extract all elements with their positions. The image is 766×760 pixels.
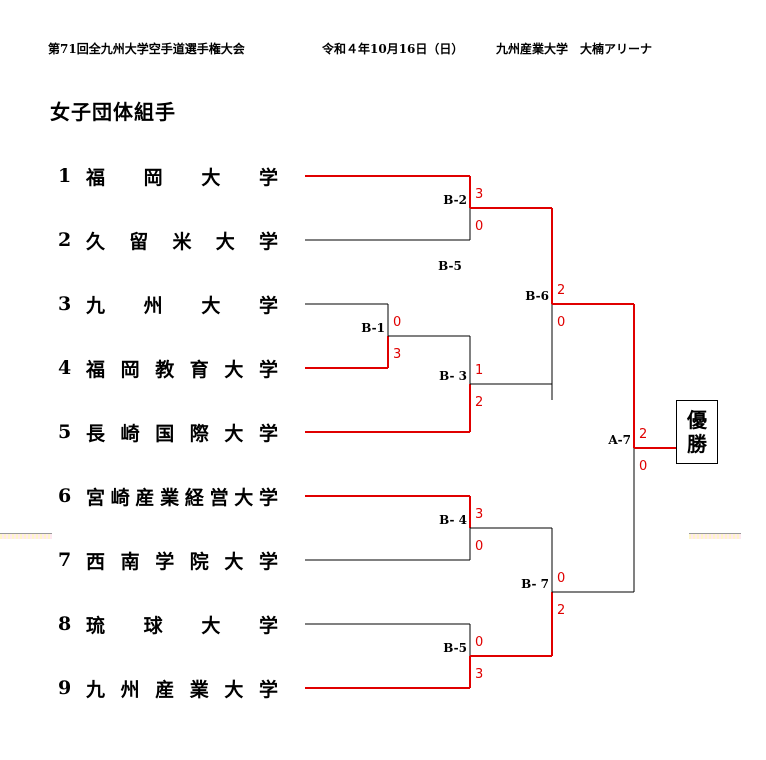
team-seed: 2 bbox=[58, 229, 72, 251]
team-name: 西南学院大学 bbox=[86, 550, 294, 573]
score-bottom: 0 bbox=[557, 315, 565, 330]
team-name: 長崎国際大学 bbox=[86, 422, 294, 445]
team-row: 7 西南学院大学 bbox=[58, 548, 294, 573]
team-seed: 5 bbox=[58, 421, 72, 443]
score-bottom: 0 bbox=[475, 219, 483, 234]
decorative-divider-right bbox=[689, 533, 741, 539]
score-top: 1 bbox=[475, 363, 483, 378]
score-top: 0 bbox=[557, 571, 565, 586]
score-top: 0 bbox=[393, 315, 401, 330]
match-label: B-2 bbox=[443, 193, 467, 207]
score-top: 3 bbox=[475, 507, 483, 522]
match-label: B-6 bbox=[525, 289, 549, 303]
team-row: 9 九州産業大学 bbox=[58, 676, 294, 701]
team-seed: 8 bbox=[58, 613, 72, 635]
team-name: 福岡大学 bbox=[86, 166, 317, 189]
team-row: 5 長崎国際大学 bbox=[58, 420, 294, 445]
team-seed: 1 bbox=[58, 165, 72, 187]
match-label: A-7 bbox=[607, 433, 631, 447]
score-bottom: 0 bbox=[639, 459, 647, 474]
match-label-note: B-5 bbox=[438, 259, 462, 273]
team-name: 琉球大学 bbox=[86, 614, 317, 637]
team-name: 久留米大学 bbox=[86, 230, 303, 253]
team-row: 1 福岡大学 bbox=[58, 164, 317, 189]
team-row: 6 宮崎産業経営大学 bbox=[58, 484, 288, 509]
team-name: 福岡教育大学 bbox=[86, 358, 294, 381]
event-title: 女子団体組手 bbox=[50, 100, 176, 124]
tournament-venue: 九州産業大学 大楠アリーナ bbox=[496, 42, 653, 56]
team-seed: 6 bbox=[58, 485, 72, 507]
tournament-date: 令和４年10月16日（日） bbox=[322, 42, 464, 56]
score-bottom: 3 bbox=[393, 347, 401, 362]
score-bottom: 3 bbox=[475, 667, 483, 682]
score-top: 2 bbox=[639, 427, 647, 442]
champion-label-1: 優 bbox=[687, 408, 707, 432]
score-bottom: 0 bbox=[475, 539, 483, 554]
team-seed: 4 bbox=[58, 357, 72, 379]
team-name: 九州大学 bbox=[86, 294, 317, 317]
score-bottom: 2 bbox=[475, 395, 483, 410]
tournament-title: 第71回全九州大学空手道選手権大会 bbox=[48, 42, 245, 56]
match-label: B- 3 bbox=[439, 369, 467, 383]
team-name: 九州産業大学 bbox=[86, 678, 294, 701]
decorative-divider-left bbox=[0, 533, 52, 539]
champion-label-2: 勝 bbox=[687, 432, 707, 456]
champion-box: 優 勝 bbox=[676, 400, 718, 464]
team-row: 8 琉球大学 bbox=[58, 612, 317, 637]
team-row: 3 九州大学 bbox=[58, 292, 317, 317]
team-row: 4 福岡教育大学 bbox=[58, 356, 294, 381]
team-seed: 7 bbox=[58, 549, 72, 571]
team-row: 2 久留米大学 bbox=[58, 228, 303, 253]
match-label: B- 7 bbox=[521, 577, 549, 591]
score-top: 2 bbox=[557, 283, 565, 298]
team-name: 宮崎産業経営大学 bbox=[86, 486, 284, 509]
match-label: B- 4 bbox=[439, 513, 467, 527]
score-bottom: 2 bbox=[557, 603, 565, 618]
score-top: 3 bbox=[475, 187, 483, 202]
match-label: B-5 bbox=[443, 641, 467, 655]
match-label: B-1 bbox=[361, 321, 385, 335]
score-top: 0 bbox=[475, 635, 483, 650]
team-seed: 9 bbox=[58, 677, 72, 699]
team-seed: 3 bbox=[58, 293, 72, 315]
